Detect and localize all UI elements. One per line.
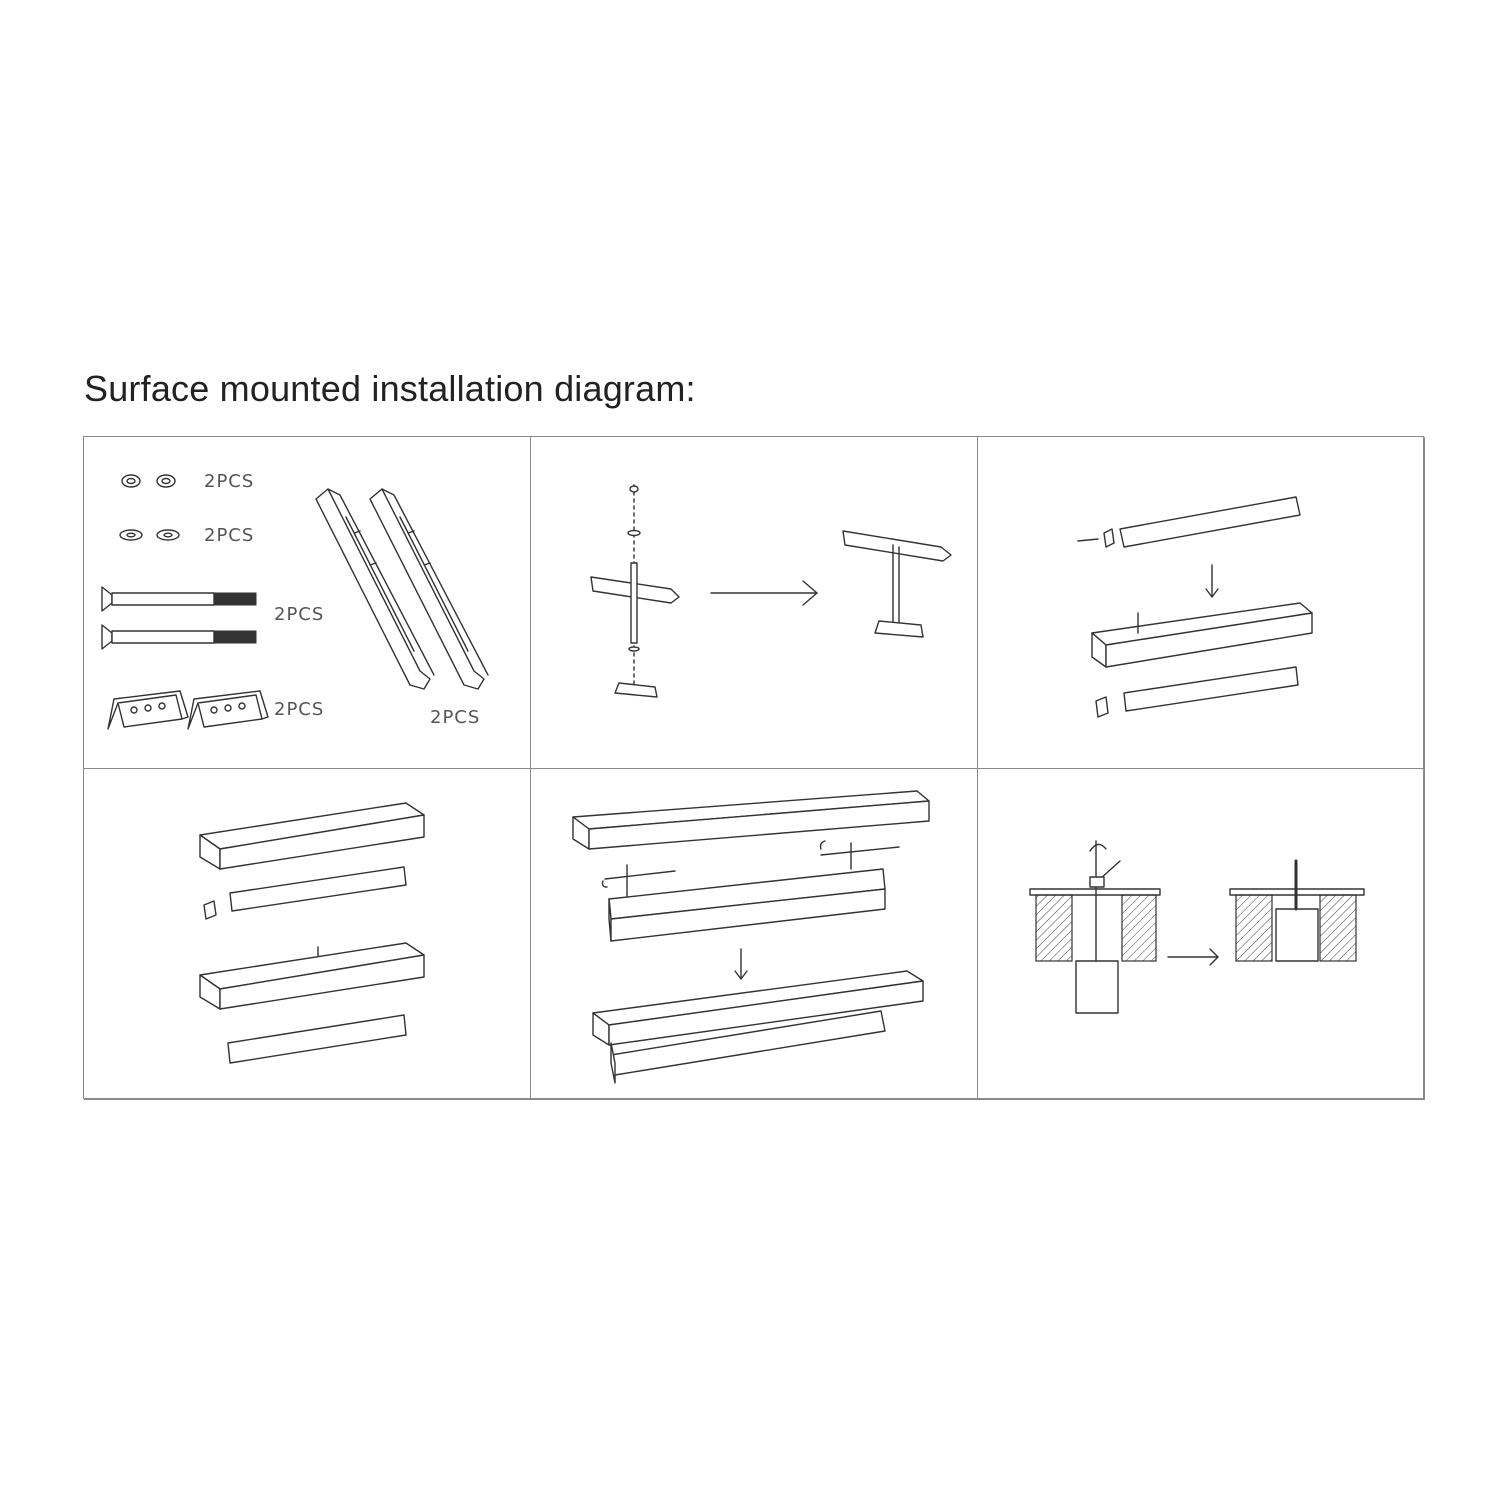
light-bar-bottom bbox=[1095, 666, 1299, 718]
nut-icon bbox=[121, 474, 176, 488]
rotating-bracket-right bbox=[819, 840, 900, 870]
wooden-beams-long bbox=[572, 790, 930, 850]
bolt-assembly-complete bbox=[842, 530, 952, 638]
rotating-bracket-left bbox=[601, 864, 676, 900]
bolt-icon bbox=[101, 586, 257, 650]
ceiling-cross-section-after bbox=[1229, 859, 1365, 962]
arrow-right-icon bbox=[1167, 948, 1219, 966]
panel-insert-light bbox=[84, 769, 531, 1100]
light-bar-lower bbox=[227, 1014, 407, 1064]
mounting-rail-icon bbox=[315, 488, 489, 690]
light-bar-top bbox=[1077, 496, 1301, 548]
arrow-down-icon bbox=[1205, 564, 1219, 598]
rails-quantity: 2PCS bbox=[430, 707, 480, 728]
arrow-right-icon bbox=[710, 580, 818, 606]
light-bar-upper bbox=[203, 866, 407, 920]
arrow-down-icon bbox=[734, 948, 748, 980]
panel-assemble-bracket bbox=[531, 437, 978, 769]
light-bar-middle bbox=[608, 868, 886, 942]
bolts-quantity: 2PCS bbox=[274, 604, 324, 625]
brackets-quantity: 2PCS bbox=[274, 699, 324, 720]
wooden-beams-lower bbox=[199, 942, 425, 1010]
installation-steps-grid: 2PCS 2PCS 2PCS bbox=[83, 436, 1425, 1100]
mounting-bracket-icon bbox=[107, 690, 269, 730]
washer-icon bbox=[119, 529, 180, 541]
washers-quantity: 2PCS bbox=[204, 525, 254, 546]
panel-attach-light bbox=[978, 437, 1425, 769]
assembled-light-on-beams bbox=[592, 970, 924, 1084]
panel-ceiling-mount bbox=[978, 769, 1425, 1100]
bolt-assembly-exploded bbox=[590, 484, 680, 698]
diagram-title: Surface mounted installation diagram: bbox=[84, 368, 696, 409]
panel-parts-list: 2PCS 2PCS 2PCS bbox=[84, 437, 531, 769]
wooden-beams bbox=[1091, 602, 1313, 668]
ceiling-cross-section-before bbox=[1029, 840, 1161, 1014]
nuts-quantity: 2PCS bbox=[204, 471, 254, 492]
panel-secure-brackets bbox=[531, 769, 978, 1100]
wooden-beams-upper bbox=[199, 802, 425, 870]
